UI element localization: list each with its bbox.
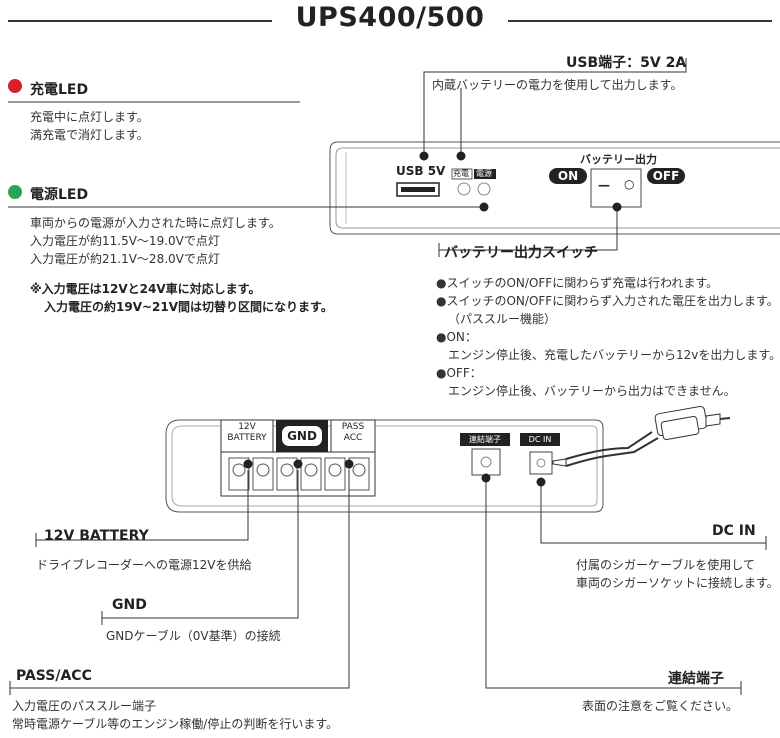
pass-acc-line-1: 入力電圧のパススルー端子: [12, 699, 157, 713]
power-led: [477, 182, 491, 196]
usb-port-inner: [401, 187, 435, 192]
battery12v-desc: ドライブレコーダーへの電源12Vを供給: [36, 558, 252, 572]
charge-led-heading: 充電LED: [30, 82, 89, 98]
battery-switch-heading: バッテリー出力スイッチ: [444, 245, 598, 261]
power-led-dot: [8, 185, 22, 199]
gnd-desc: GNDケーブル（0V基準）の接続: [106, 629, 281, 643]
gnd-heading: GND: [112, 597, 147, 613]
dcin-tag: DC IN: [528, 435, 552, 444]
on-label: ON: [557, 169, 579, 183]
battery-switch: [590, 168, 642, 208]
dcin-line-2: 車両のシガーソケットに接続します。: [576, 576, 779, 590]
battery-switch-item-1: ●スイッチのON/OFFに関わらず充電は行われます。: [436, 276, 719, 290]
gnd-tag: GND: [287, 429, 317, 443]
gnd-tag-inner: [282, 426, 322, 446]
dcin-heading: DC IN: [712, 523, 756, 539]
battery-switch-item-5: エンジン停止後、充電したバッテリーから12vを出力します。: [448, 348, 780, 362]
power-led-heading: 電源LED: [30, 187, 89, 203]
device-top: [329, 141, 780, 235]
switch-on-mark: —: [598, 178, 610, 192]
off-label: OFF: [652, 169, 680, 183]
charge-tag: 充電: [453, 169, 469, 178]
battery12v-heading: 12V BATTERY: [44, 528, 149, 544]
device-bottom: [165, 419, 604, 513]
power-led-line-3: 入力電圧が約21.1V～28.0Vで点灯: [30, 252, 220, 266]
off-pill: [647, 168, 685, 184]
pass-acc-line-2: 常時電源ケーブル等のエンジン稼働/停止の判断を行います。: [12, 717, 339, 731]
voltage-note-line-1: ※入力電圧は12Vと24V車に対応します。: [30, 282, 261, 296]
pass-tag-box: [330, 419, 376, 453]
cigar-cable: [552, 405, 731, 467]
battery-switch-item-4: ●ON：: [436, 330, 477, 344]
power-tag-box: [474, 169, 496, 179]
usb-port-label: USB 5V: [396, 164, 446, 178]
switch-off-mark: ○: [624, 177, 635, 191]
link-tag: 連結端子: [469, 435, 501, 444]
dcin-tag-box: [520, 433, 560, 446]
voltage-note-line-2: 入力電圧の約19V~21V間は切替り区間になります。: [44, 300, 333, 314]
page-title: UPS400/500: [295, 2, 485, 33]
charge-led-dot: [8, 79, 22, 93]
battery-switch-item-7: エンジン停止後、バッテリーから出力はできません。: [448, 384, 736, 398]
battery-output-label: バッテリー出力: [580, 153, 657, 166]
power-led-line-2: 入力電圧が約11.5V～19.0Vで点灯: [30, 234, 220, 248]
charge-tag-box: [451, 168, 473, 180]
battery-switch-item-6: ●OFF：: [436, 366, 482, 380]
dcin-line-1: 付属のシガーケーブルを使用して: [576, 558, 755, 572]
charge-led-line-1: 充電中に点灯します。: [30, 110, 149, 124]
power-tag: 電源: [476, 169, 492, 178]
usb-heading: USB端子：5V 2A: [566, 55, 687, 71]
charge-led-line-2: 満充電で消灯します。: [30, 128, 149, 142]
charge-led: [457, 182, 471, 196]
usb-desc: 内蔵バッテリーの電力を使用して出力します。: [432, 78, 683, 92]
battery-switch-item-3: （パススルー機能）: [448, 312, 557, 326]
link-desc: 表面の注意をご覧ください。: [582, 699, 739, 713]
pass-acc-heading: PASS/ACC: [16, 668, 92, 684]
battery-tag-box: [220, 419, 274, 453]
link-tag-box: [460, 433, 510, 446]
power-led-line-1: 車両からの電源が入力された時に点灯します。: [30, 216, 281, 230]
link-heading: 連結端子: [668, 671, 724, 687]
battery-switch-item-2: ●スイッチのON/OFFに関わらず入力された電圧を出力します。: [436, 294, 779, 308]
on-pill: [549, 168, 587, 184]
